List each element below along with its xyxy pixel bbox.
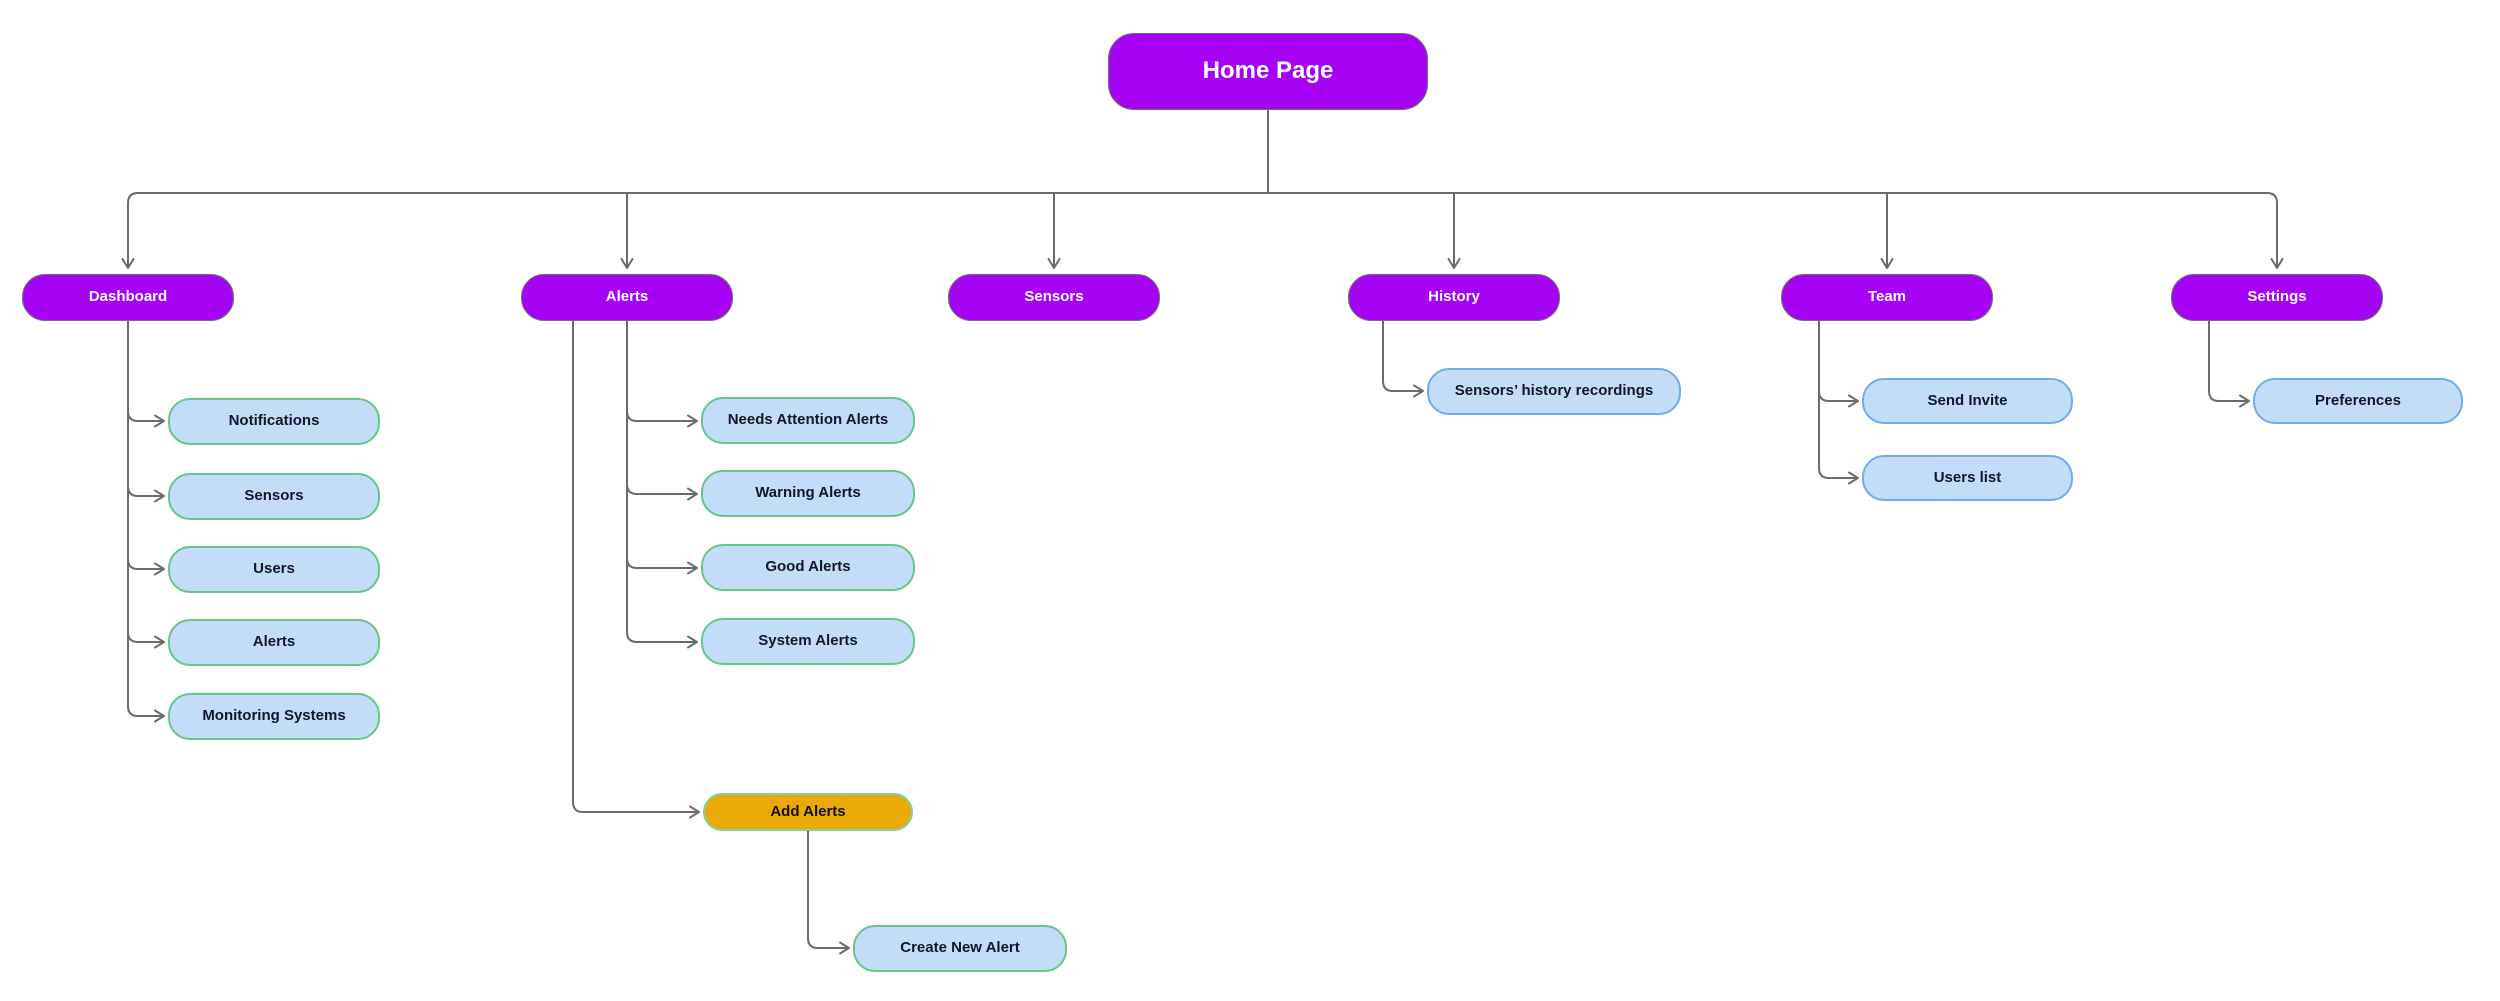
- node-warning-alerts[interactable]: Warning Alerts: [701, 470, 915, 517]
- node-home-page-label: Home Page: [1202, 57, 1334, 85]
- connector-dashboard-alerts: [127, 631, 165, 649]
- node-settings-label: Settings: [2247, 288, 2307, 306]
- node-preferences-label: Preferences: [2315, 391, 2401, 409]
- node-dashboard-sensors[interactable]: Sensors: [168, 473, 380, 520]
- node-add-alerts-label: Add Alerts: [770, 802, 846, 820]
- node-system-alerts[interactable]: System Alerts: [701, 618, 915, 665]
- connector-team-send-invite: [1818, 390, 1859, 408]
- connector-trunk: [127, 192, 2278, 204]
- connector-alerts-needs-attention: [626, 410, 698, 428]
- node-dashboard-alerts[interactable]: Alerts: [168, 619, 380, 666]
- node-dashboard-sensors-label: Sensors: [244, 487, 304, 505]
- node-good-alerts-label: Good Alerts: [765, 558, 851, 576]
- connector-alerts-good: [626, 557, 698, 575]
- connector-add-create-new: [807, 831, 850, 955]
- node-needs-attention-alerts-label: Needs Attention Alerts: [727, 411, 889, 429]
- node-alerts[interactable]: Alerts: [521, 274, 733, 321]
- node-sensors-history-recordings-label: Sensors’ history recordings: [1454, 382, 1654, 400]
- connector-dashboard-users: [127, 558, 165, 576]
- node-dashboard-alerts-label: Alerts: [252, 633, 296, 651]
- node-good-alerts[interactable]: Good Alerts: [701, 544, 915, 591]
- node-send-invite-label: Send Invite: [1927, 391, 2008, 409]
- connector-team-main: [1818, 320, 1859, 485]
- node-warning-alerts-label: Warning Alerts: [755, 484, 861, 502]
- node-needs-attention-alerts[interactable]: Needs Attention Alerts: [701, 397, 915, 444]
- node-system-alerts-label: System Alerts: [758, 632, 858, 650]
- node-dashboard-notifications[interactable]: Notifications: [168, 398, 380, 445]
- node-history[interactable]: History: [1348, 274, 1560, 321]
- node-dashboard-users[interactable]: Users: [168, 546, 380, 593]
- connector-dashboard-notifications: [127, 410, 165, 428]
- connector-alerts-add: [572, 321, 700, 819]
- node-dashboard-monitoring-systems[interactable]: Monitoring Systems: [168, 693, 380, 740]
- node-create-new-alert-label: Create New Alert: [900, 939, 1020, 957]
- node-sensors-label: Sensors: [1024, 288, 1084, 306]
- connector-alerts-main: [626, 321, 698, 649]
- node-dashboard-notifications-label: Notifications: [228, 412, 320, 430]
- node-dashboard[interactable]: Dashboard: [22, 274, 234, 321]
- node-users-list[interactable]: Users list: [1862, 455, 2073, 501]
- node-sensors[interactable]: Sensors: [948, 274, 1160, 321]
- node-users-list-label: Users list: [1933, 468, 2002, 486]
- node-preferences[interactable]: Preferences: [2253, 378, 2463, 424]
- connector-settings-preferences: [2208, 320, 2250, 408]
- node-alerts-label: Alerts: [605, 288, 649, 306]
- node-sensors-history-recordings[interactable]: Sensors’ history recordings: [1427, 368, 1681, 415]
- node-dashboard-label: Dashboard: [88, 288, 168, 306]
- connector-alerts-warning: [626, 483, 698, 501]
- node-home-page[interactable]: Home Page: [1108, 33, 1428, 110]
- node-team-label: Team: [1867, 288, 1907, 306]
- connector-dashboard-sensors: [127, 485, 165, 503]
- node-dashboard-users-label: Users: [253, 560, 295, 578]
- node-create-new-alert[interactable]: Create New Alert: [853, 925, 1067, 972]
- node-send-invite[interactable]: Send Invite: [1862, 378, 2073, 424]
- node-add-alerts[interactable]: Add Alerts: [703, 793, 913, 831]
- node-settings[interactable]: Settings: [2171, 274, 2383, 321]
- node-history-label: History: [1428, 288, 1480, 306]
- connector-dashboard-main: [127, 321, 165, 723]
- node-team[interactable]: Team: [1781, 274, 1993, 321]
- connector-history-recordings: [1382, 320, 1424, 398]
- node-dashboard-monitoring-systems-label: Monitoring Systems: [202, 707, 346, 725]
